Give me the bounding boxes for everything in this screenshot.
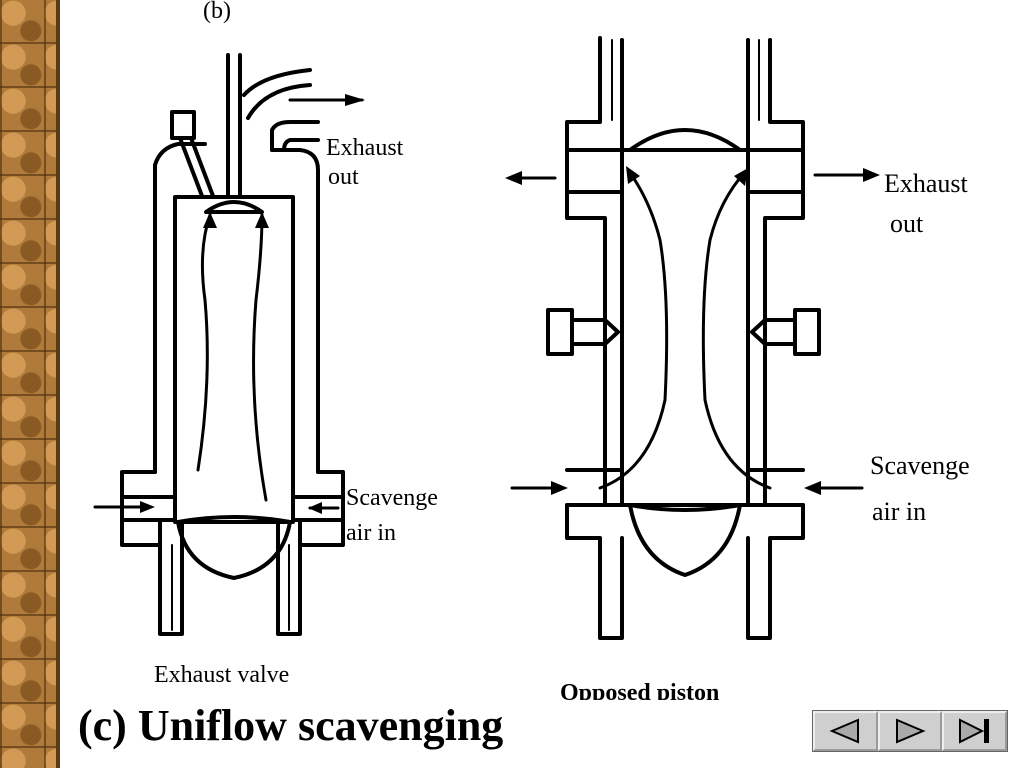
flow-arrowhead-left	[203, 212, 217, 228]
right-jacket-outline	[270, 148, 320, 474]
exhaust-valve-engine	[93, 53, 364, 636]
op-injector-left-cap	[546, 308, 574, 356]
last-slide-button[interactable]	[942, 711, 1008, 751]
exhaust-arrowhead	[345, 94, 365, 106]
flow-line-right	[252, 213, 268, 502]
op-injector-left-body	[570, 318, 620, 346]
op-scavenge-arrowhead-right	[804, 481, 821, 495]
right-exhaust-label-line2: out	[890, 209, 924, 238]
skip-to-end-icon	[958, 718, 989, 744]
op-lower-piston-crown	[628, 503, 742, 577]
cylinder	[173, 195, 295, 524]
left-jacket-outline	[153, 142, 207, 474]
previous-slide-button[interactable]	[813, 711, 878, 751]
scavenge-arrowhead-right	[308, 502, 322, 514]
op-injector-right-cap	[793, 308, 821, 356]
left-caption: Exhaust valve	[154, 662, 289, 688]
decorative-side-strip	[0, 0, 60, 768]
exhaust-port-outline	[270, 120, 320, 152]
op-exhaust-arrowhead-right	[863, 168, 880, 182]
skirt-right	[276, 520, 302, 636]
flow-arrowhead-right	[255, 212, 269, 228]
scavenge-arrowhead-left	[140, 501, 155, 513]
piston-crown	[176, 515, 292, 580]
op-exhaust-arrowhead-left	[505, 171, 522, 185]
right-scavenge-label-line2: air in	[872, 497, 926, 526]
op-flow-arrowhead-right	[734, 168, 748, 186]
left-exhaust-label-line1: Exhaust	[326, 135, 404, 161]
left-scavenge-label-line2: air in	[346, 520, 396, 546]
scavenging-diagram: (b) Exhaust out Scavenge air in Exhaust …	[93, 0, 970, 700]
op-upper-piston-crown	[628, 128, 742, 152]
slide-navigation	[812, 710, 1008, 752]
op-flow-arrowhead-left	[626, 166, 640, 184]
op-flow-line-right	[701, 170, 772, 490]
right-exhaust-label-line1: Exhaust	[884, 169, 969, 198]
exhaust-pipe-upper	[242, 68, 312, 97]
slide-title: (c) Uniflow scavenging	[78, 701, 504, 750]
op-flow-line-left	[598, 168, 669, 490]
fuel-injector-body-edge	[189, 136, 215, 198]
fuel-injector-body	[178, 136, 204, 198]
op-cylinder	[620, 148, 750, 507]
right-scavenge-label-line1: Scavenge	[870, 451, 970, 480]
op-injector-right-body	[750, 318, 797, 346]
valve-head	[204, 200, 264, 214]
flow-line-left	[196, 213, 212, 472]
skirt-left	[158, 520, 184, 636]
right-caption: Opposed piston	[560, 680, 719, 700]
left-exhaust-label-line2: out	[328, 164, 359, 190]
left-scavenge-label-line1: Scavenge	[346, 485, 438, 511]
fuel-injector-cap	[170, 110, 196, 140]
op-scavenge-arrowhead-left	[551, 481, 568, 495]
opposed-piston-engine	[508, 36, 877, 640]
exhaust-pipe-lower	[246, 83, 312, 120]
triangle-left-icon	[829, 718, 860, 744]
figure-label: (b)	[203, 0, 231, 24]
triangle-right-icon	[896, 718, 926, 744]
next-slide-button[interactable]	[877, 711, 943, 751]
